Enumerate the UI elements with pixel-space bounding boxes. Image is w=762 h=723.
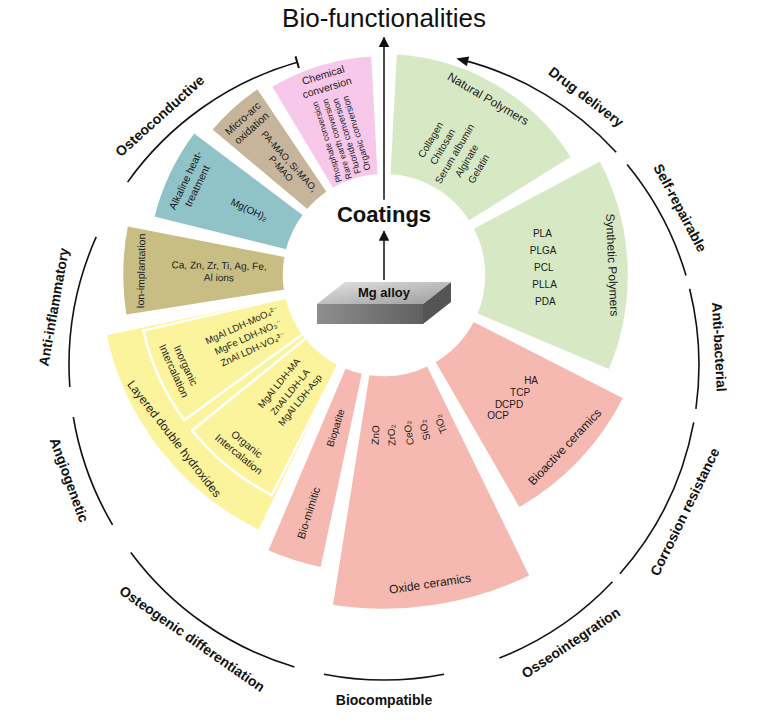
block-front: [317, 304, 423, 324]
sector-item: PLLA: [523, 279, 567, 291]
sector-item: TCP: [498, 387, 542, 399]
sector-item: Ca, Zn, Zr, Ti, Ag, Fe, Al ions: [167, 259, 271, 285]
sector-outline: [143, 297, 303, 420]
sector-item: PLA: [520, 228, 564, 240]
sector-outline: [332, 365, 531, 610]
center-title: Coatings: [337, 202, 431, 228]
arrow-connector: [383, 38, 385, 200]
sector-item: OCP: [476, 410, 520, 422]
sector-item: DCPD: [487, 399, 531, 411]
function-label: Anti-inflammatory: [35, 246, 72, 367]
arrow-connector: [383, 231, 385, 280]
function-label: Anti-bacterial: [708, 302, 729, 392]
sector-item: PDA: [523, 296, 567, 308]
sector-outline: [211, 88, 328, 211]
function-label: Drug delivery: [545, 64, 627, 131]
function-label: Osseointegration: [519, 604, 624, 682]
sector-item: PLGA: [521, 245, 565, 257]
heading-node: Bio-functionalities: [282, 3, 486, 34]
sector-item: HA: [509, 375, 553, 387]
arc-tick: [296, 56, 299, 68]
function-label: Self-repairable: [650, 161, 710, 255]
block-label: Mg alloy: [358, 285, 410, 301]
sector-item: ZrO₂: [385, 414, 399, 455]
substrate-block: Mg alloy: [317, 282, 451, 324]
function-label: Angiogenetic: [46, 435, 92, 524]
center-label: Coatings: [337, 202, 431, 228]
function-label: Biocompatible: [336, 692, 432, 709]
sector-heading: Ion-implantation: [134, 229, 148, 313]
sector-item: PCL: [522, 262, 566, 274]
function-label: Corrosion resistance: [647, 445, 723, 578]
block-top: [317, 282, 451, 304]
sector-item: ZnO: [369, 414, 383, 455]
heading-title: Bio-functionalities: [282, 3, 486, 34]
function-label: Osteogenic differentiation: [116, 583, 268, 696]
